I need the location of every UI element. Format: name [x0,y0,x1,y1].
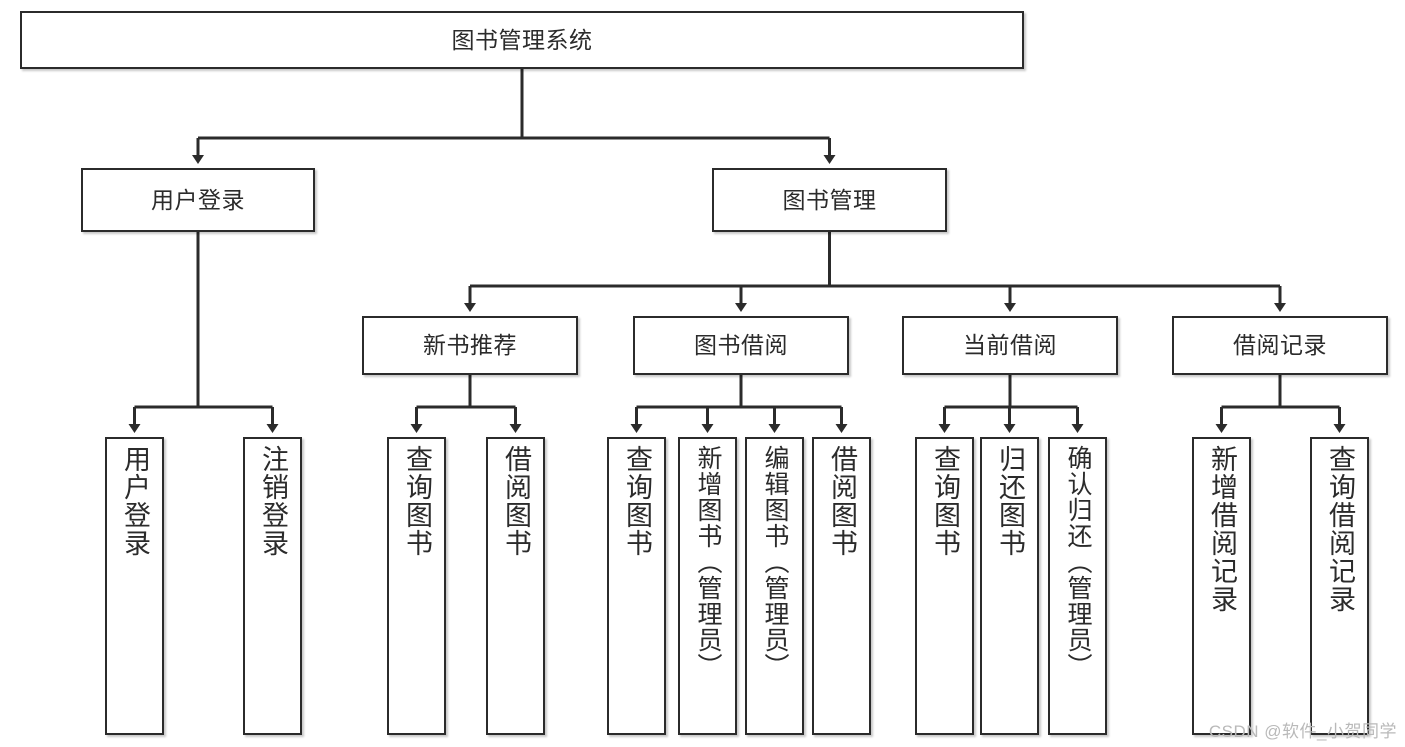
node-label: 注销登录 [258,445,288,557]
node-label: 查询图书 [930,445,960,557]
node-leaf-query-book-3[interactable]: 查询图书 [915,437,974,735]
node-label: 新增借阅记录 [1207,445,1237,613]
node-leaf-query-record[interactable]: 查询借阅记录 [1310,437,1369,735]
node-label: 当前借阅 [963,332,1057,359]
node-label: 确认归还（管理员） [1064,445,1092,679]
node-book-manage[interactable]: 图书管理 [712,168,947,232]
node-label: 借阅记录 [1233,332,1327,359]
watermark-text: CSDN @软件_小贺同学 [1208,722,1397,741]
node-leaf-return-book[interactable]: 归还图书 [980,437,1039,735]
node-leaf-borrow-book-2[interactable]: 借阅图书 [812,437,871,735]
node-label: 新书推荐 [423,332,517,359]
node-user-login[interactable]: 用户登录 [81,168,315,232]
node-current-borrow[interactable]: 当前借阅 [902,316,1118,375]
node-label: 归还图书 [995,445,1025,557]
node-leaf-add-record[interactable]: 新增借阅记录 [1192,437,1251,735]
node-leaf-user-login[interactable]: 用户登录 [105,437,164,735]
node-label: 借阅图书 [501,445,531,557]
node-leaf-query-book-2[interactable]: 查询图书 [607,437,666,735]
node-new-book-rec[interactable]: 新书推荐 [362,316,578,375]
node-label: 借阅图书 [827,445,857,557]
node-label: 查询图书 [402,445,432,557]
node-label: 编辑图书（管理员） [761,445,789,679]
node-label: 图书管理系统 [451,26,593,53]
node-label: 图书管理 [782,186,877,213]
node-borrow-record[interactable]: 借阅记录 [1172,316,1388,375]
node-leaf-confirm-return[interactable]: 确认归还（管理员） [1048,437,1107,735]
node-root[interactable]: 图书管理系统 [20,11,1024,69]
node-label: 新增图书（管理员） [694,445,722,679]
node-label: 用户登录 [151,186,245,213]
node-label: 图书借阅 [694,332,788,359]
node-book-borrow[interactable]: 图书借阅 [633,316,849,375]
node-leaf-edit-book[interactable]: 编辑图书（管理员） [745,437,804,735]
node-leaf-add-book[interactable]: 新增图书（管理员） [678,437,737,735]
node-leaf-query-book-1[interactable]: 查询图书 [387,437,446,735]
node-leaf-logout[interactable]: 注销登录 [243,437,302,735]
node-leaf-borrow-book-1[interactable]: 借阅图书 [486,437,545,735]
node-label: 查询图书 [622,445,652,557]
node-label: 用户登录 [120,445,150,557]
node-label: 查询借阅记录 [1325,445,1355,613]
